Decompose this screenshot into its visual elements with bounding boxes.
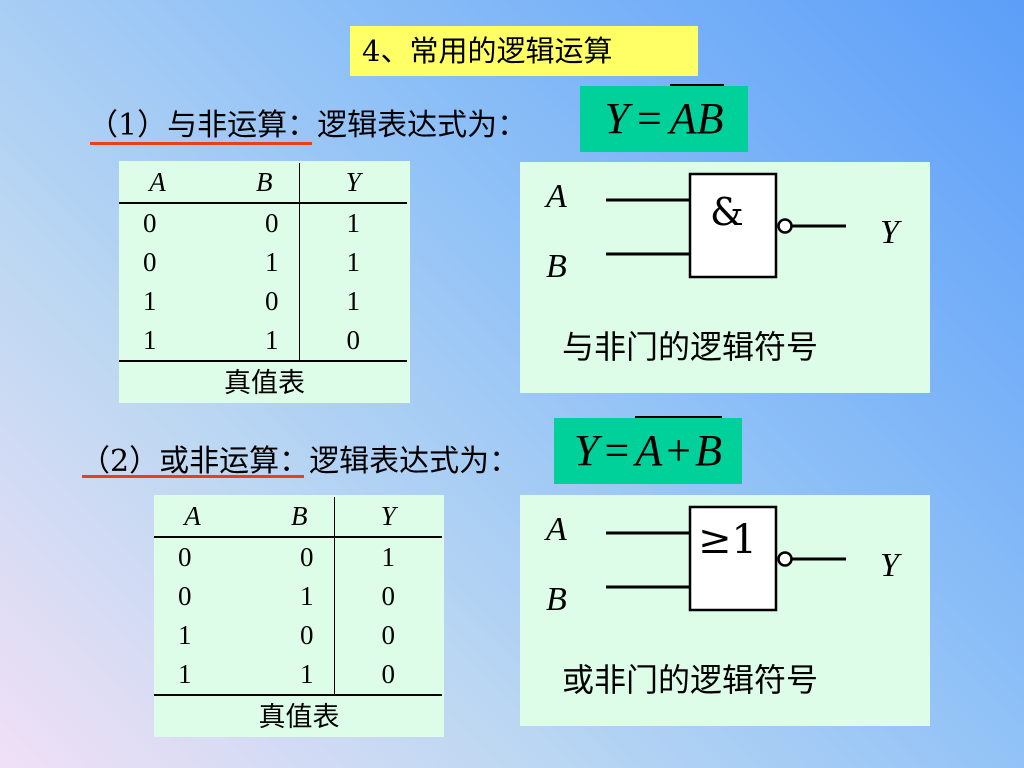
nand-gate-panel: A B Y & 与非门的逻辑符号	[520, 162, 930, 393]
table-row: 1 1 0	[119, 321, 407, 361]
cell: 1	[178, 659, 192, 689]
nor-truth-table-panel: A B Y 0 0 1 0 1 0 1 0 0 1 1	[154, 495, 444, 737]
cell: 1	[298, 203, 407, 243]
nor-input-b: B	[546, 581, 567, 618]
formula-eq: =	[636, 94, 662, 143]
cell: 0	[178, 542, 192, 572]
formula-eq: =	[604, 426, 630, 475]
nor-underline	[82, 475, 304, 478]
nor-gate-or-symbol: ≥1	[698, 517, 757, 563]
nand-table-caption: 真值表	[224, 368, 305, 399]
table-row: 0 0 1	[154, 537, 442, 577]
th-a: A	[154, 497, 231, 538]
cell: 0	[178, 581, 192, 611]
cell: 1	[298, 282, 407, 321]
nor-output-y: Y	[880, 547, 899, 584]
table-row: 1 0 0	[154, 616, 442, 655]
cell: 1	[265, 325, 279, 355]
formula-y: Y	[604, 94, 629, 143]
cell: 1	[265, 247, 279, 277]
cell: 1	[300, 581, 314, 611]
formula-b: B	[695, 426, 722, 475]
cell: 0	[300, 620, 314, 650]
nor-input-a: A	[546, 511, 567, 548]
nand-gate-and-symbol: &	[710, 190, 744, 234]
cell: 1	[300, 659, 314, 689]
nand-underline	[90, 142, 312, 145]
cell: 0	[333, 616, 442, 655]
formula-y: Y	[574, 426, 599, 475]
nand-label: （1）与非运算：逻辑表达式为：	[88, 108, 528, 143]
nor-truth-table: A B Y 0 0 1 0 1 0 1 0 0 1 1	[154, 497, 442, 696]
nand-input-a: A	[546, 178, 567, 215]
cell: 0	[333, 577, 442, 616]
nor-gate-caption: 或非门的逻辑符号	[562, 661, 819, 699]
nand-input-b: B	[546, 248, 567, 285]
formula-plus: +	[666, 426, 692, 475]
cell: 1	[298, 243, 407, 282]
th-y: Y	[298, 163, 407, 204]
cell: 0	[143, 208, 157, 238]
nand-truth-table-panel: A B Y 0 0 1 0 1 1 1 0 1 1 1	[119, 161, 410, 403]
nand-gate-symbol	[606, 172, 846, 279]
table-row: 0 0 1	[119, 203, 407, 243]
nand-formula: Y=AB	[580, 84, 748, 152]
cell: 1	[333, 537, 442, 577]
cell: 0	[265, 208, 279, 238]
cell: 0	[300, 542, 314, 572]
th-y: Y	[333, 497, 442, 538]
table-row: 1 1 0	[154, 655, 442, 695]
slide-title: 4、常用的逻辑运算	[350, 26, 698, 76]
cell: 0	[333, 655, 442, 695]
nor-table-caption: 真值表	[258, 702, 340, 733]
table-row: 0 1 1	[119, 243, 407, 282]
nor-gate-symbol	[606, 505, 846, 612]
nand-output-y: Y	[880, 214, 899, 251]
table-row: 1 0 1	[119, 282, 407, 321]
cell: 0	[143, 247, 157, 277]
formula-a: A	[635, 426, 663, 475]
formula-overbar-a-plus-b: A+B	[635, 416, 722, 484]
nand-gate-caption: 与非门的逻辑符号	[562, 328, 819, 366]
th-b: B	[196, 163, 299, 204]
cell: 0	[265, 286, 279, 316]
th-b: B	[231, 497, 334, 538]
cell: 1	[143, 286, 157, 316]
nor-formula: Y=A+B	[554, 416, 742, 484]
cell: 0	[298, 321, 407, 361]
th-a: A	[119, 163, 196, 204]
nor-label: （2）或非运算：逻辑表达式为：	[80, 444, 520, 479]
formula-overbar-ab: AB	[669, 84, 724, 152]
nand-truth-table: A B Y 0 0 1 0 1 1 1 0 1 1 1	[119, 163, 407, 362]
table-row: 0 1 0	[154, 577, 442, 616]
cell: 1	[178, 620, 192, 650]
nor-gate-panel: A B Y ≥1 或非门的逻辑符号	[520, 495, 930, 726]
cell: 1	[143, 325, 157, 355]
